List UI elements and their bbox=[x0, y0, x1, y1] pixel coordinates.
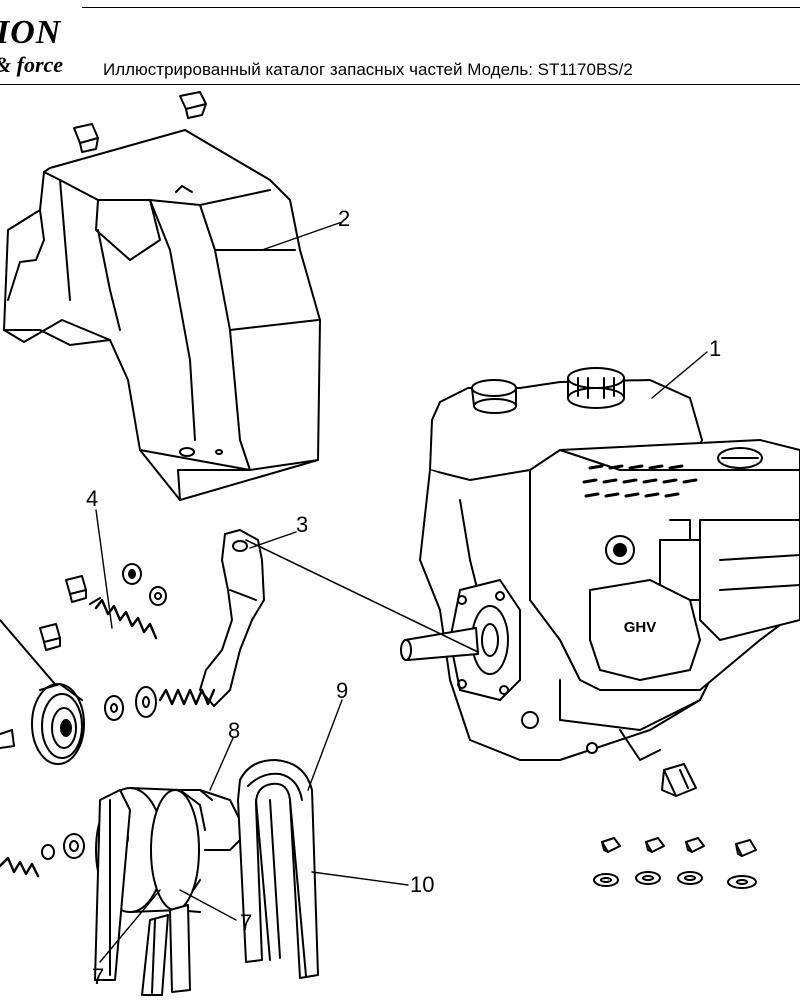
leader-lines bbox=[95, 221, 708, 963]
part-tension-assembly bbox=[104, 686, 216, 721]
part-hardware-set bbox=[593, 763, 757, 889]
callout-8: 8 bbox=[228, 718, 240, 743]
callout-2: 2 bbox=[338, 206, 350, 231]
washer-row bbox=[593, 871, 757, 889]
header-top-rule bbox=[82, 7, 800, 8]
page-header: ION & force Иллюстрированный каталог зап… bbox=[0, 0, 800, 90]
brand-logo-bottom: & force bbox=[0, 52, 64, 77]
starter-louvers bbox=[582, 464, 698, 498]
callout-3: 3 bbox=[296, 512, 308, 537]
header-bottom-rule bbox=[0, 84, 800, 85]
part-spring-hardware bbox=[39, 563, 167, 651]
part-bracket bbox=[199, 529, 479, 707]
callout-4: 4 bbox=[86, 486, 98, 511]
brand-logo-top: ION bbox=[0, 14, 62, 51]
nut-row bbox=[601, 837, 757, 857]
part-cover-shroud bbox=[3, 91, 321, 501]
callout-7-left: 7 bbox=[92, 964, 104, 989]
callout-9: 9 bbox=[336, 678, 348, 703]
part-v-belt-left bbox=[94, 789, 191, 996]
part-bolt-lower-left bbox=[0, 833, 85, 878]
callout-7-right: 7 bbox=[240, 910, 252, 935]
callout-1: 1 bbox=[709, 336, 721, 361]
part-pulley-left bbox=[0, 619, 85, 765]
callout-10: 10 bbox=[410, 872, 434, 897]
callout-labels: 1 2 3 4 7 7 8 9 10 bbox=[86, 206, 721, 989]
part-belt-loop bbox=[237, 759, 319, 979]
page-title: Иллюстрированный каталог запасных частей… bbox=[103, 60, 633, 79]
part-engine: GHV bbox=[400, 367, 800, 761]
engine-brand-label: GHV bbox=[624, 619, 657, 636]
cover-bolt-left bbox=[73, 123, 99, 153]
cover-bolt-right bbox=[179, 91, 207, 119]
